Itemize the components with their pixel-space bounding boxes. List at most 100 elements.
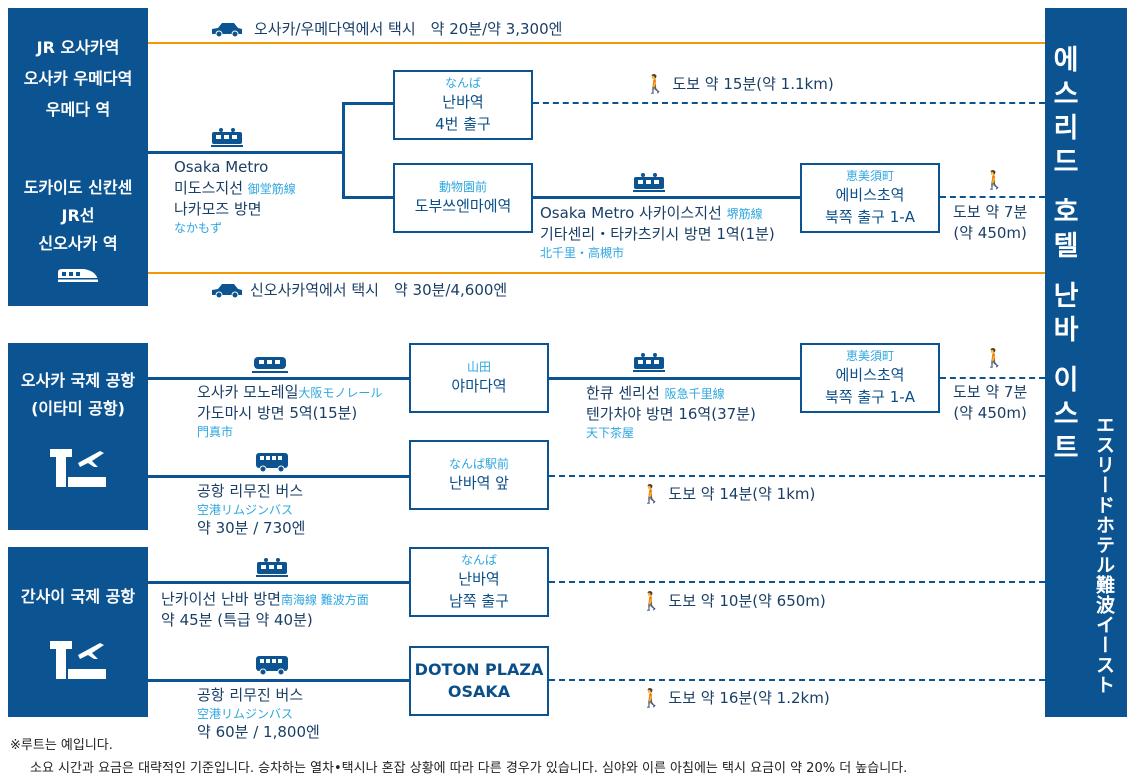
train-icon — [255, 556, 289, 582]
walk-text: (약 450m) — [953, 404, 1027, 422]
route-line — [148, 679, 410, 682]
station-name: DOTON PLAZA — [414, 660, 544, 679]
footnote: ※루트는 예입니다. — [10, 738, 113, 753]
route-text: 약 60분 / 1,800엔 — [197, 723, 320, 741]
station-name: 야마다역 — [451, 377, 507, 395]
char: 드 — [1053, 147, 1079, 178]
route-text: 난카이선 난바 방면 — [161, 590, 281, 608]
station-name: 난바역 — [442, 93, 484, 111]
taxi-info: 오사카/우메다역에서 택시 약 20분/약 3,300엔 — [250, 19, 567, 40]
station-name: OSAKA — [447, 682, 511, 701]
bus-icon — [254, 451, 290, 477]
airport-icon — [50, 641, 106, 679]
route-line — [342, 102, 345, 199]
station-exit: 4번 출구 — [435, 115, 491, 133]
walk-info: 도보 약 7분 (약 450m) — [953, 382, 1027, 424]
route-text-jp: なかもず — [174, 221, 223, 235]
char: 난 — [1053, 281, 1079, 312]
route-text: 공항 리무진 버스 — [197, 686, 304, 704]
route-nankai: 난카이선 난바 방면南海線 難波方面 약 45분 (특급 약 40분) — [161, 589, 369, 631]
hotel-name-ja: エスリードホテル難波イースト — [1093, 415, 1115, 695]
taxi-route-line — [148, 272, 1045, 274]
walk-info: 🚶 도보 약 15분(약 1.1km) — [640, 74, 838, 95]
route-text-jp: 御堂筋線 — [247, 182, 296, 196]
monorail-icon — [252, 354, 288, 378]
shinkansen-icon — [58, 269, 98, 282]
origin-label: 간사이 국제 공항 — [20, 587, 136, 606]
origin-label: (이타미 공항) — [31, 399, 125, 418]
route-line — [533, 196, 801, 199]
airport-icon — [50, 449, 106, 487]
walking-person-icon: 🚶 — [640, 591, 663, 612]
walk-text: 도보 약 7분 — [953, 203, 1028, 221]
route-text: 텐가차야 방면 16역(37분) — [586, 405, 756, 423]
station-namba-south: なんば 난바역 남쪽 출구 — [409, 547, 549, 617]
station-namba-ekimae: なんば駅前 난바역 앞 — [409, 440, 549, 510]
station-jp: 動物園前 — [438, 180, 487, 194]
route-text: 약 30분 / 730엔 — [197, 519, 306, 537]
route-text: Osaka Metro 사카이스지선 — [540, 204, 722, 222]
route-text-jp: 阪急千里線 — [664, 387, 725, 401]
taxi-icon — [210, 281, 244, 303]
walk-line — [940, 196, 1045, 198]
route-text-jp: 堺筋線 — [726, 207, 763, 221]
train-icon — [210, 126, 244, 152]
route-text-jp: 北千里・高槻市 — [540, 246, 625, 260]
origin-itami: 오사카 국제 공항 (이타미 공항) — [8, 343, 148, 530]
route-text-jp: 門真市 — [197, 425, 234, 439]
station-yamada: 山田 야마다역 — [409, 343, 549, 413]
walk-text: (약 450m) — [953, 224, 1027, 242]
walking-person-icon: 🚶 — [983, 348, 1006, 369]
taxi-icon — [210, 20, 244, 42]
walking-person-icon: 🚶 — [983, 170, 1006, 191]
route-bus-itami: 공항 리무진 버스 空港リムジンバス 약 30분 / 730엔 — [197, 481, 305, 539]
walk-info: 도보 약 7분 (약 450m) — [953, 202, 1027, 244]
char: 호 — [1053, 197, 1079, 228]
route-line — [148, 581, 410, 584]
route-text-jp: 南海線 難波方面 — [280, 593, 369, 607]
station-jp: なんば駅前 — [448, 457, 509, 471]
char: 바 — [1053, 315, 1079, 346]
station-jp: 恵美須町 — [845, 169, 894, 183]
origin-label: 도카이도 신칸센 — [23, 178, 133, 197]
train-icon — [632, 351, 666, 377]
station-name: 에비스초역 — [835, 186, 905, 204]
origin-label: JR 오사카역 — [36, 38, 120, 57]
station-dobutsuen: 動物園前 도부쓰엔마에역 — [393, 163, 533, 233]
walk-text: 도보 약 14분(약 1km) — [668, 485, 816, 503]
char: 트 — [1053, 433, 1079, 464]
footnote: 소요 시간과 요금은 대략적인 기준입니다. 승차하는 열차•택시나 혼잡 상황… — [30, 761, 908, 776]
route-line — [342, 102, 394, 105]
origin-label: 오사카 국제 공항 — [20, 371, 136, 390]
char: 스 — [1053, 79, 1079, 110]
train-icon — [632, 171, 666, 197]
route-line — [549, 377, 801, 380]
route-text: Osaka Metro — [174, 158, 269, 176]
route-monorail: 오사카 모노레일大阪モノレール 가도마시 방면 5역(15분) 門真市 — [197, 382, 382, 440]
station-jp: 恵美須町 — [845, 349, 894, 363]
char: 이 — [1053, 365, 1079, 396]
route-line — [148, 377, 410, 380]
station-exit: 남쪽 출구 — [449, 592, 509, 610]
walk-text: 도보 약 16분(약 1.2km) — [668, 689, 830, 707]
route-text: 한큐 센리선 — [586, 384, 660, 402]
station-name: 난바역 — [458, 570, 500, 588]
walk-line — [549, 475, 1045, 477]
char: 텔 — [1053, 231, 1079, 262]
route-text: 나카모즈 방면 — [174, 200, 262, 218]
walking-person-icon: 🚶 — [644, 74, 667, 95]
station-ebisucho: 恵美須町 에비스초역 북쪽 출구 1-A — [800, 163, 940, 233]
route-text: 오사카 모노레일 — [197, 383, 299, 401]
walk-info: 🚶 도보 약 14분(약 1km) — [640, 484, 815, 505]
origin-label: 오사카 우메다역 — [23, 69, 133, 88]
char: 스 — [1053, 399, 1079, 430]
taxi-info: 신오사카역에서 택시 약 30분/4,600엔 — [250, 281, 508, 299]
origin-label: 우메다 역 — [45, 100, 111, 119]
route-text: 약 45분 (특급 약 40분) — [161, 611, 313, 629]
walk-text: 도보 약 10분(약 650m) — [668, 592, 826, 610]
walk-line — [533, 102, 1045, 104]
station-name: 도부쓰엔마에역 — [414, 197, 512, 215]
station-name: 난바역 앞 — [449, 474, 509, 492]
walk-line — [549, 581, 1045, 583]
route-text-jp: 天下茶屋 — [586, 426, 635, 440]
